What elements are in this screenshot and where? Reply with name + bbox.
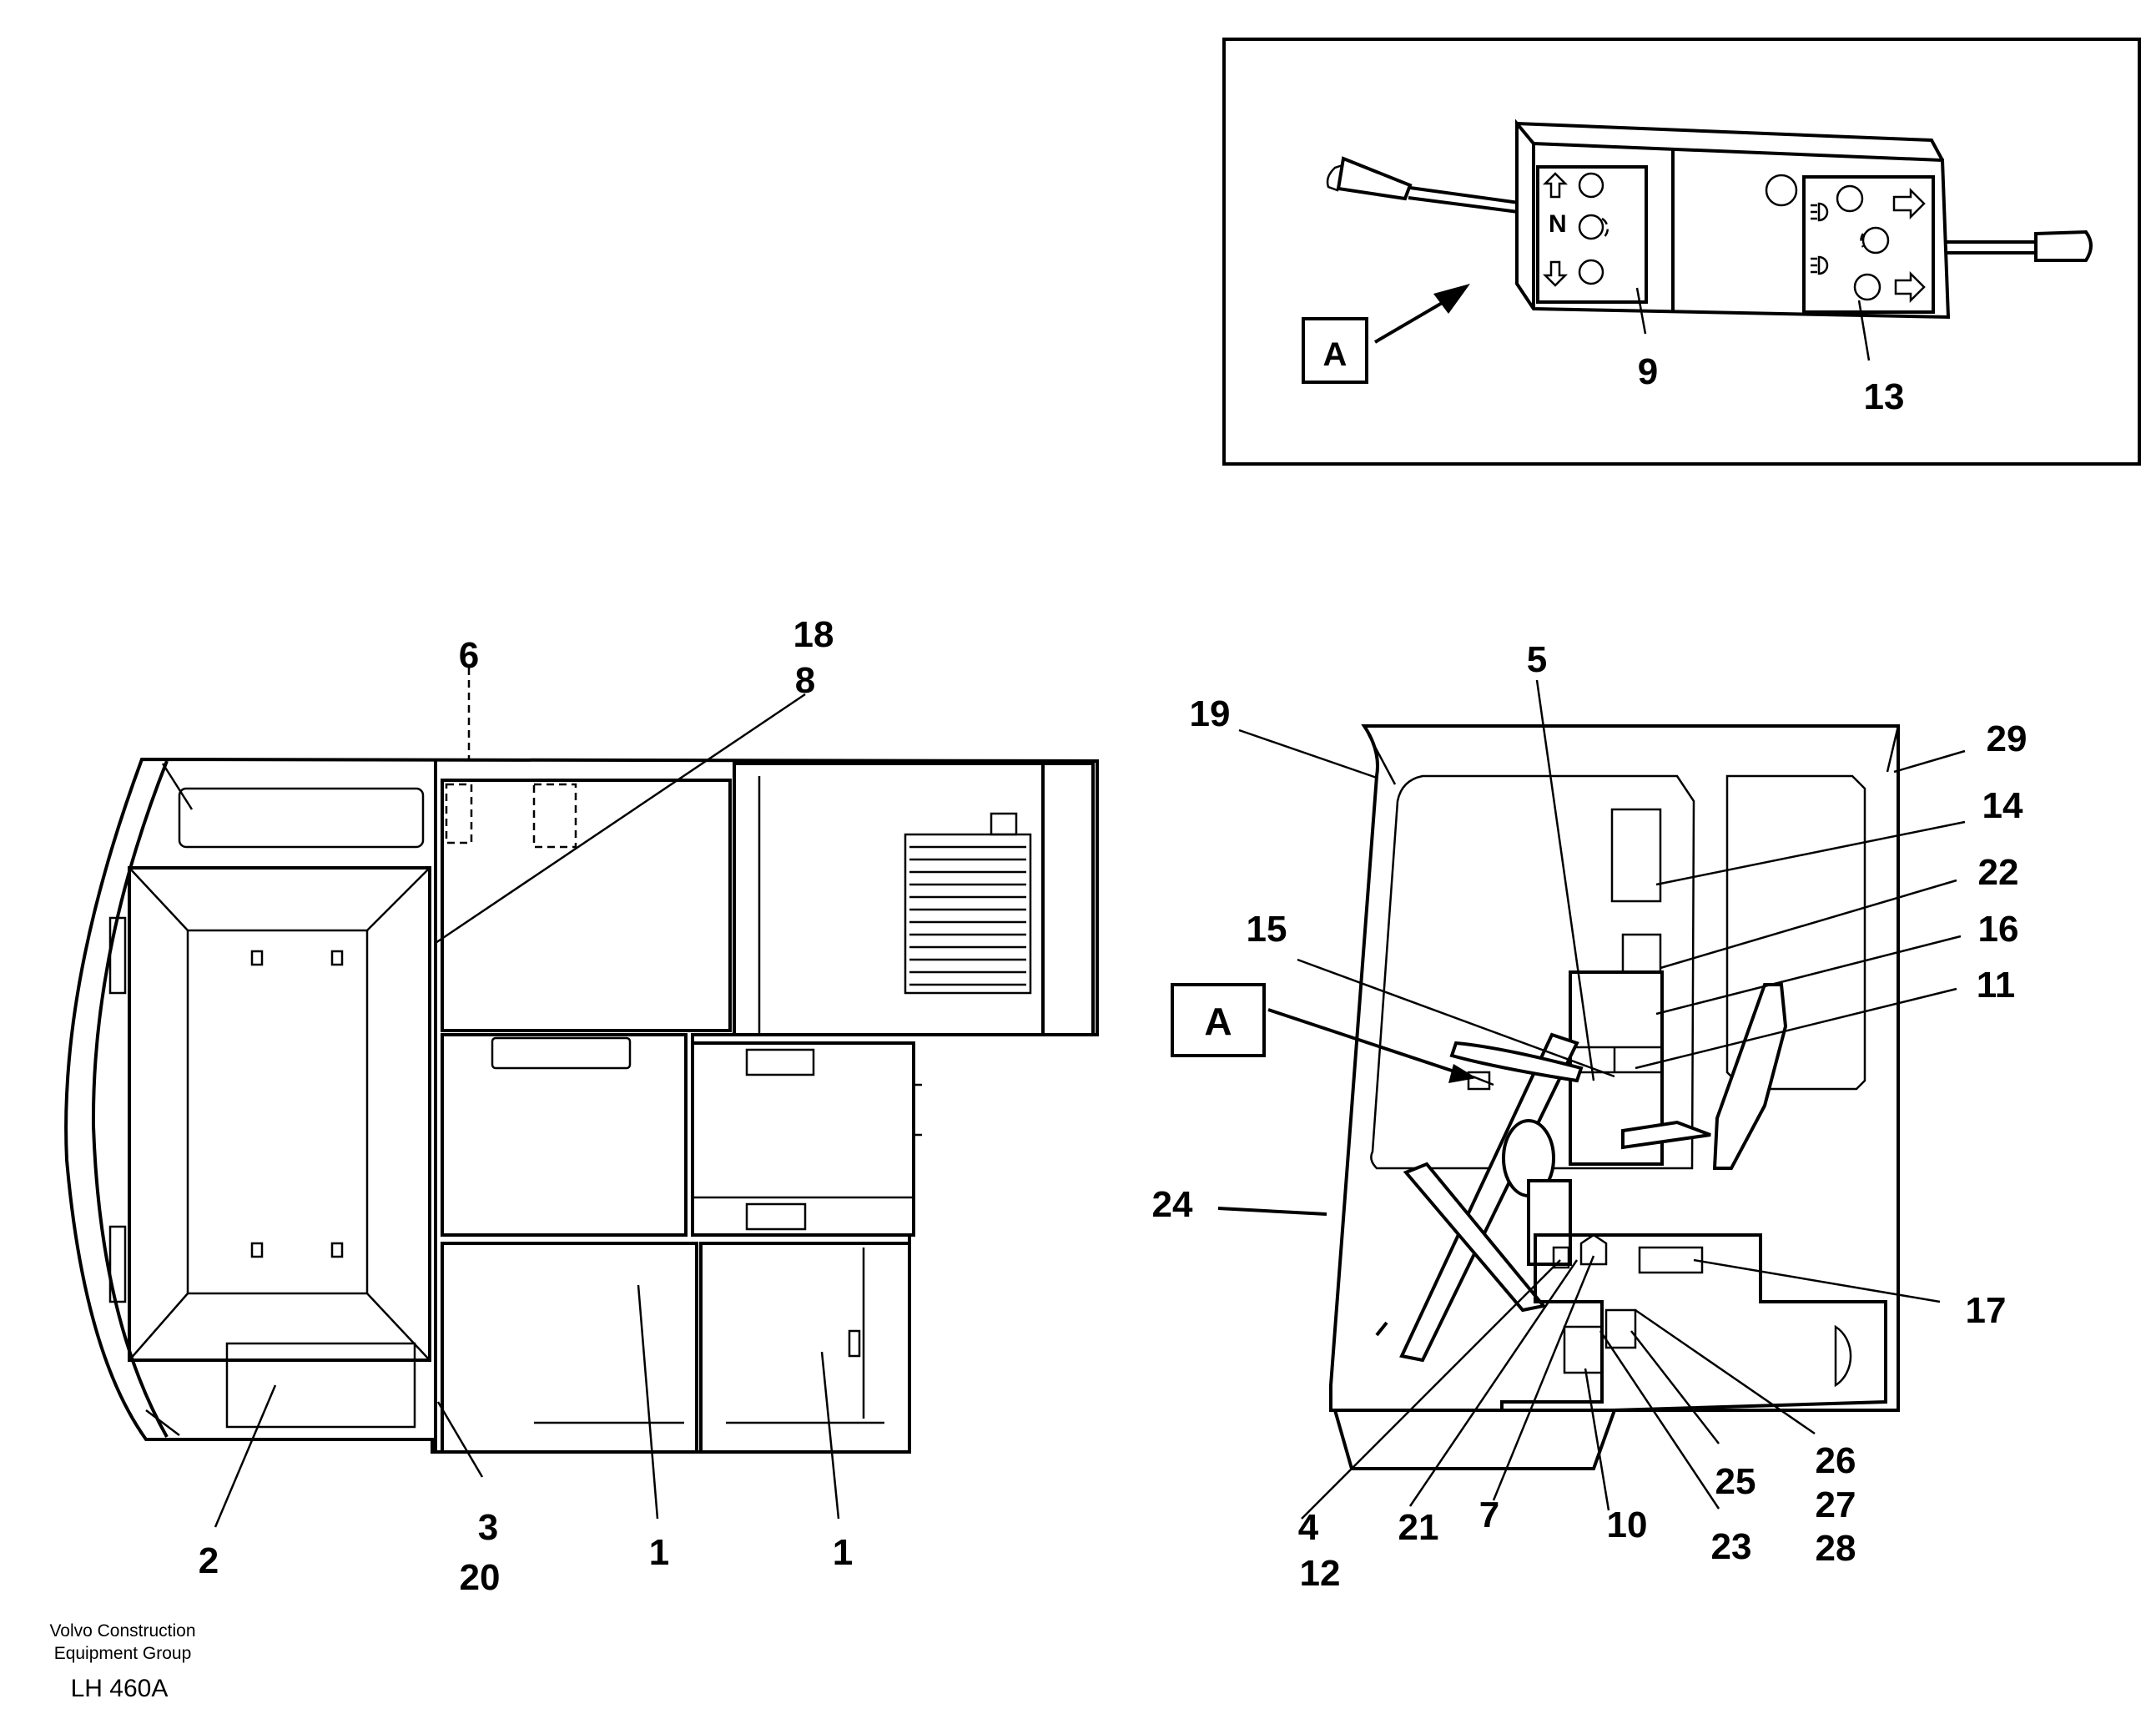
callout-3: 3 [478, 1507, 498, 1548]
callout-1: 1 [649, 1532, 669, 1573]
cab-side-view-drawing: A 5 19 29 14 22 15 16 11 24 17 26 25 [1152, 639, 2028, 1594]
callout-11: 11 [1977, 965, 2016, 1006]
light-switch-panel [1802, 175, 1935, 314]
view-a-marker: A [1302, 284, 1470, 384]
switch-housing [1515, 118, 1951, 320]
detail-frame [1222, 38, 2141, 466]
callout-19: 19 [1190, 693, 1231, 734]
radiator-grille [909, 845, 1026, 986]
callout-26: 26 [1816, 1440, 1856, 1481]
direction-switch-panel: N [1536, 165, 1648, 304]
view-a-label: A [1323, 336, 1348, 373]
callout-20: 20 [460, 1557, 501, 1598]
callout-21: 21 [1398, 1507, 1439, 1548]
right-lever-icon [1944, 229, 2093, 262]
callout-7: 7 [1479, 1495, 1499, 1535]
arrow-right-icon [1894, 270, 1926, 304]
top-view-drawing: 6 18 8 2 3 20 1 1 [64, 614, 1099, 1598]
indicator-lamp [1765, 174, 1798, 207]
arrow-down-icon [1542, 260, 1569, 287]
callout-28: 28 [1816, 1528, 1856, 1569]
arrow-right-icon [1892, 187, 1926, 220]
callout-6: 6 [459, 635, 479, 676]
callout-17: 17 [1966, 1290, 2007, 1331]
left-lever-icon [1326, 156, 1532, 215]
callout-24: 24 [1152, 1184, 1193, 1225]
callout-27: 27 [1816, 1485, 1856, 1525]
callout-1: 1 [833, 1532, 853, 1573]
neutral-label: N [1549, 210, 1567, 238]
view-a-label: A [1204, 1000, 1232, 1043]
arrow-up-icon [1542, 172, 1569, 199]
headlight-icon [1817, 202, 1829, 222]
publisher-line-2: Equipment Group [54, 1644, 192, 1663]
callout-13: 13 [1864, 376, 1905, 417]
detail-inset: N A [1222, 38, 2141, 466]
callout-14: 14 [1982, 785, 2023, 826]
callout-4: 4 [1298, 1507, 1319, 1548]
callout-12: 12 [1300, 1553, 1341, 1594]
callout-25: 25 [1715, 1461, 1756, 1502]
callout-23: 23 [1711, 1526, 1752, 1567]
publisher-line-1: Volvo Construction [49, 1621, 195, 1641]
callout-9: 9 [1638, 351, 1658, 392]
callout-18: 18 [793, 614, 834, 655]
arrow-icon [1433, 284, 1470, 314]
callout-29: 29 [1987, 718, 2028, 759]
callout-10: 10 [1607, 1505, 1648, 1545]
callout-22: 22 [1978, 852, 2019, 893]
callout-16: 16 [1978, 909, 2019, 950]
callout-8: 8 [795, 660, 815, 701]
callout-15: 15 [1247, 909, 1287, 950]
footer: Volvo Construction Equipment Group LH 46… [49, 1621, 195, 1702]
view-a-marker: A [1171, 983, 1477, 1083]
callout-2: 2 [199, 1540, 219, 1581]
headlight-icon [1817, 255, 1829, 275]
model-code: LH 460A [71, 1675, 169, 1702]
callout-5: 5 [1527, 639, 1547, 680]
